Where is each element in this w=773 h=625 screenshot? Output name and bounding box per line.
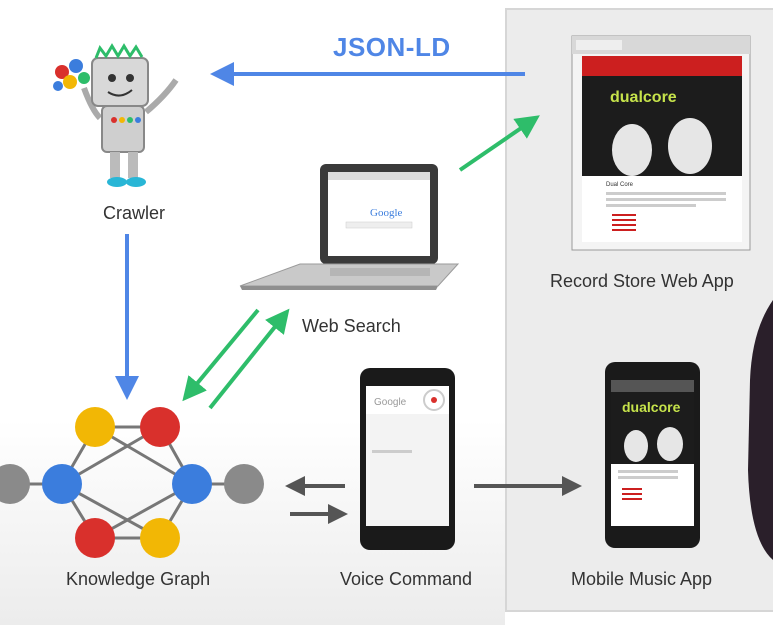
kg-nodes: [0, 407, 264, 558]
voice-google-logo: Google: [374, 397, 407, 408]
google-logo: Google: [370, 207, 403, 219]
app-band-logo: dualcore: [622, 399, 681, 415]
kg-node: [140, 407, 180, 447]
json-ld-label: JSON-LD: [333, 32, 451, 62]
crawler-robot-icon: [53, 43, 179, 187]
kg-node: [172, 464, 212, 504]
kg-node: [42, 464, 82, 504]
kg-node: [224, 464, 264, 504]
kg-node: [140, 518, 180, 558]
knowledge-graph-label: Knowledge Graph: [66, 569, 211, 589]
kg-node: [0, 464, 30, 504]
voice-command-label: Voice Command: [340, 569, 473, 589]
album-heading: Dual Core: [606, 182, 634, 188]
laptop-icon: Google: [239, 164, 460, 290]
record-store-label: Record Store Web App: [550, 271, 734, 291]
voice-phone-icon: Google: [360, 368, 455, 550]
music-phone-icon: dualcore: [605, 362, 700, 548]
web-search-label: Web Search: [302, 316, 401, 336]
kg-to-search-arrow: [208, 308, 290, 410]
search-to-store-arrow: [458, 115, 540, 172]
presenter-silhouette: [748, 300, 773, 560]
kg-node: [75, 407, 115, 447]
crawler-label: Crawler: [103, 203, 166, 223]
kg-node: [75, 518, 115, 558]
mobile-app-label: Mobile Music App: [571, 569, 713, 589]
search-to-kg-arrow: [182, 308, 260, 402]
flower-bouquet-icon: [53, 59, 90, 91]
band-logo: dualcore: [610, 89, 677, 106]
browser-window-icon: dualcore Dual Core: [571, 35, 751, 251]
